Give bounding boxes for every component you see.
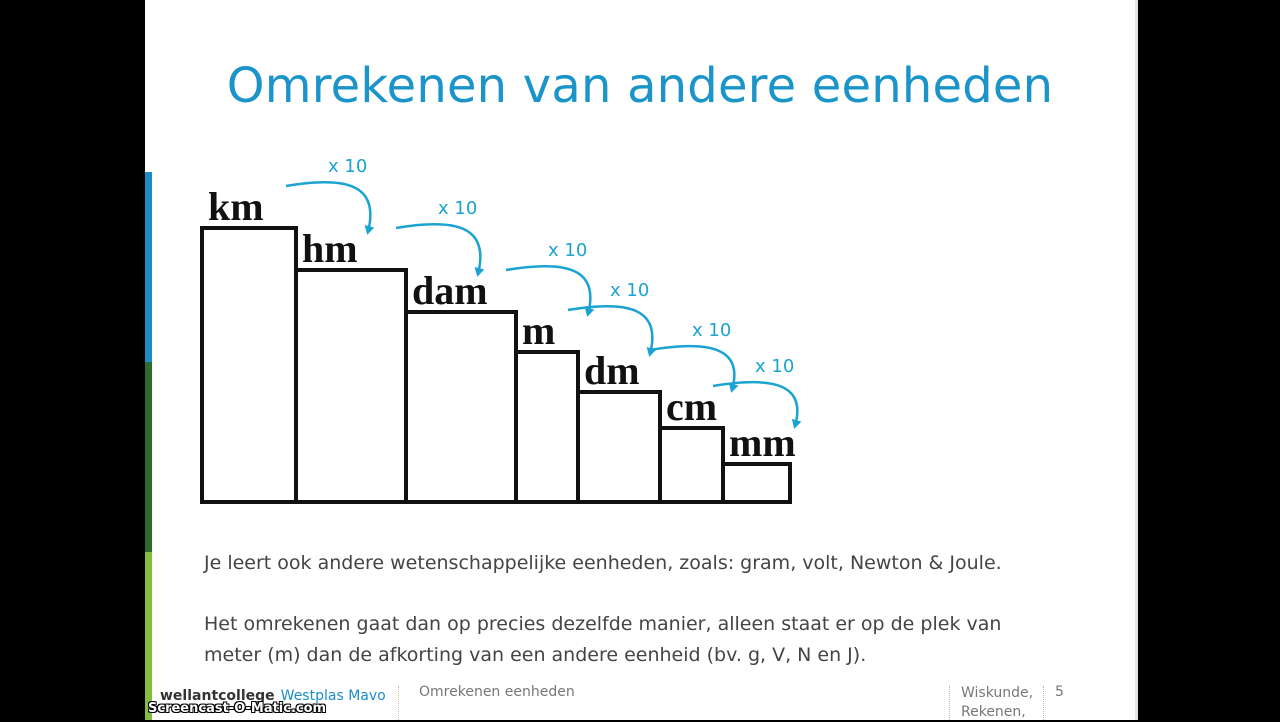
slide-edge	[1135, 0, 1138, 720]
step-label-x10: x 10	[328, 156, 367, 177]
paragraph-method-line-2: meter (m) dan de afkorting van een ander…	[204, 644, 867, 666]
arrow-km-to-hm	[285, 180, 375, 235]
footer-subject-line-2: Rekenen,	[961, 704, 1026, 720]
unit-label-dm: dm	[584, 348, 640, 393]
step-km	[200, 226, 298, 504]
step-label-x10: x 10	[438, 198, 477, 219]
footer-divider	[398, 686, 400, 720]
arrow-hm-to-dam	[395, 222, 485, 277]
step-label-x10: x 10	[692, 320, 731, 341]
step-dam	[404, 310, 518, 504]
unit-label-cm: cm	[666, 384, 717, 429]
logo-main: wellantcollege	[160, 688, 275, 704]
paragraph-method-line-1: Het omrekenen gaat dan op precies dezelf…	[204, 613, 1002, 635]
unit-label-dam: dam	[412, 268, 488, 313]
unit-label-m: m	[522, 308, 555, 353]
footer-divider	[949, 686, 951, 720]
page-number: 5	[1055, 684, 1064, 700]
paragraph-units: Je leert ook andere wetenschappelijke ee…	[204, 552, 1002, 574]
accent-bar-light-green	[145, 552, 152, 720]
arrow-dam-to-m	[505, 264, 595, 317]
paragraph-method: Het omrekenen gaat dan op precies dezelf…	[204, 609, 1001, 671]
school-logo: wellantcollege Westplas Mavo	[160, 688, 386, 704]
unit-label-hm: hm	[302, 226, 358, 271]
unit-label-km: km	[208, 184, 264, 229]
arrow-m-to-dm	[567, 304, 657, 357]
unit-label-mm: mm	[729, 420, 796, 465]
screencast-watermark: Screencast-O-Matic.com	[148, 701, 327, 716]
footer-subject-line-1: Wiskunde,	[961, 685, 1034, 701]
staircase-steps	[200, 226, 792, 504]
step-label-x10: x 10	[548, 240, 587, 261]
accent-bar-dark-green	[145, 362, 152, 552]
step-mm	[721, 462, 792, 504]
logo-sub: Westplas Mavo	[280, 688, 386, 704]
accent-bar-blue	[145, 172, 152, 362]
footer-subject: Wiskunde, Rekenen,	[961, 684, 1033, 722]
arrow-dm-to-cm	[649, 344, 739, 393]
footer-title: Omrekenen eenheden	[419, 684, 575, 700]
footer-divider	[1043, 686, 1045, 720]
slide-title: Omrekenen van andere eenheden	[226, 58, 1054, 114]
step-label-x10: x 10	[755, 356, 794, 377]
step-m	[514, 350, 580, 504]
step-cm	[658, 426, 725, 504]
step-dm	[576, 390, 662, 504]
step-label-x10: x 10	[610, 280, 649, 301]
conversion-arrows: x 10 x 10 x 10 x 10 x 10 x 10	[285, 156, 802, 429]
step-hm	[294, 268, 408, 504]
arrow-cm-to-mm	[712, 380, 802, 429]
